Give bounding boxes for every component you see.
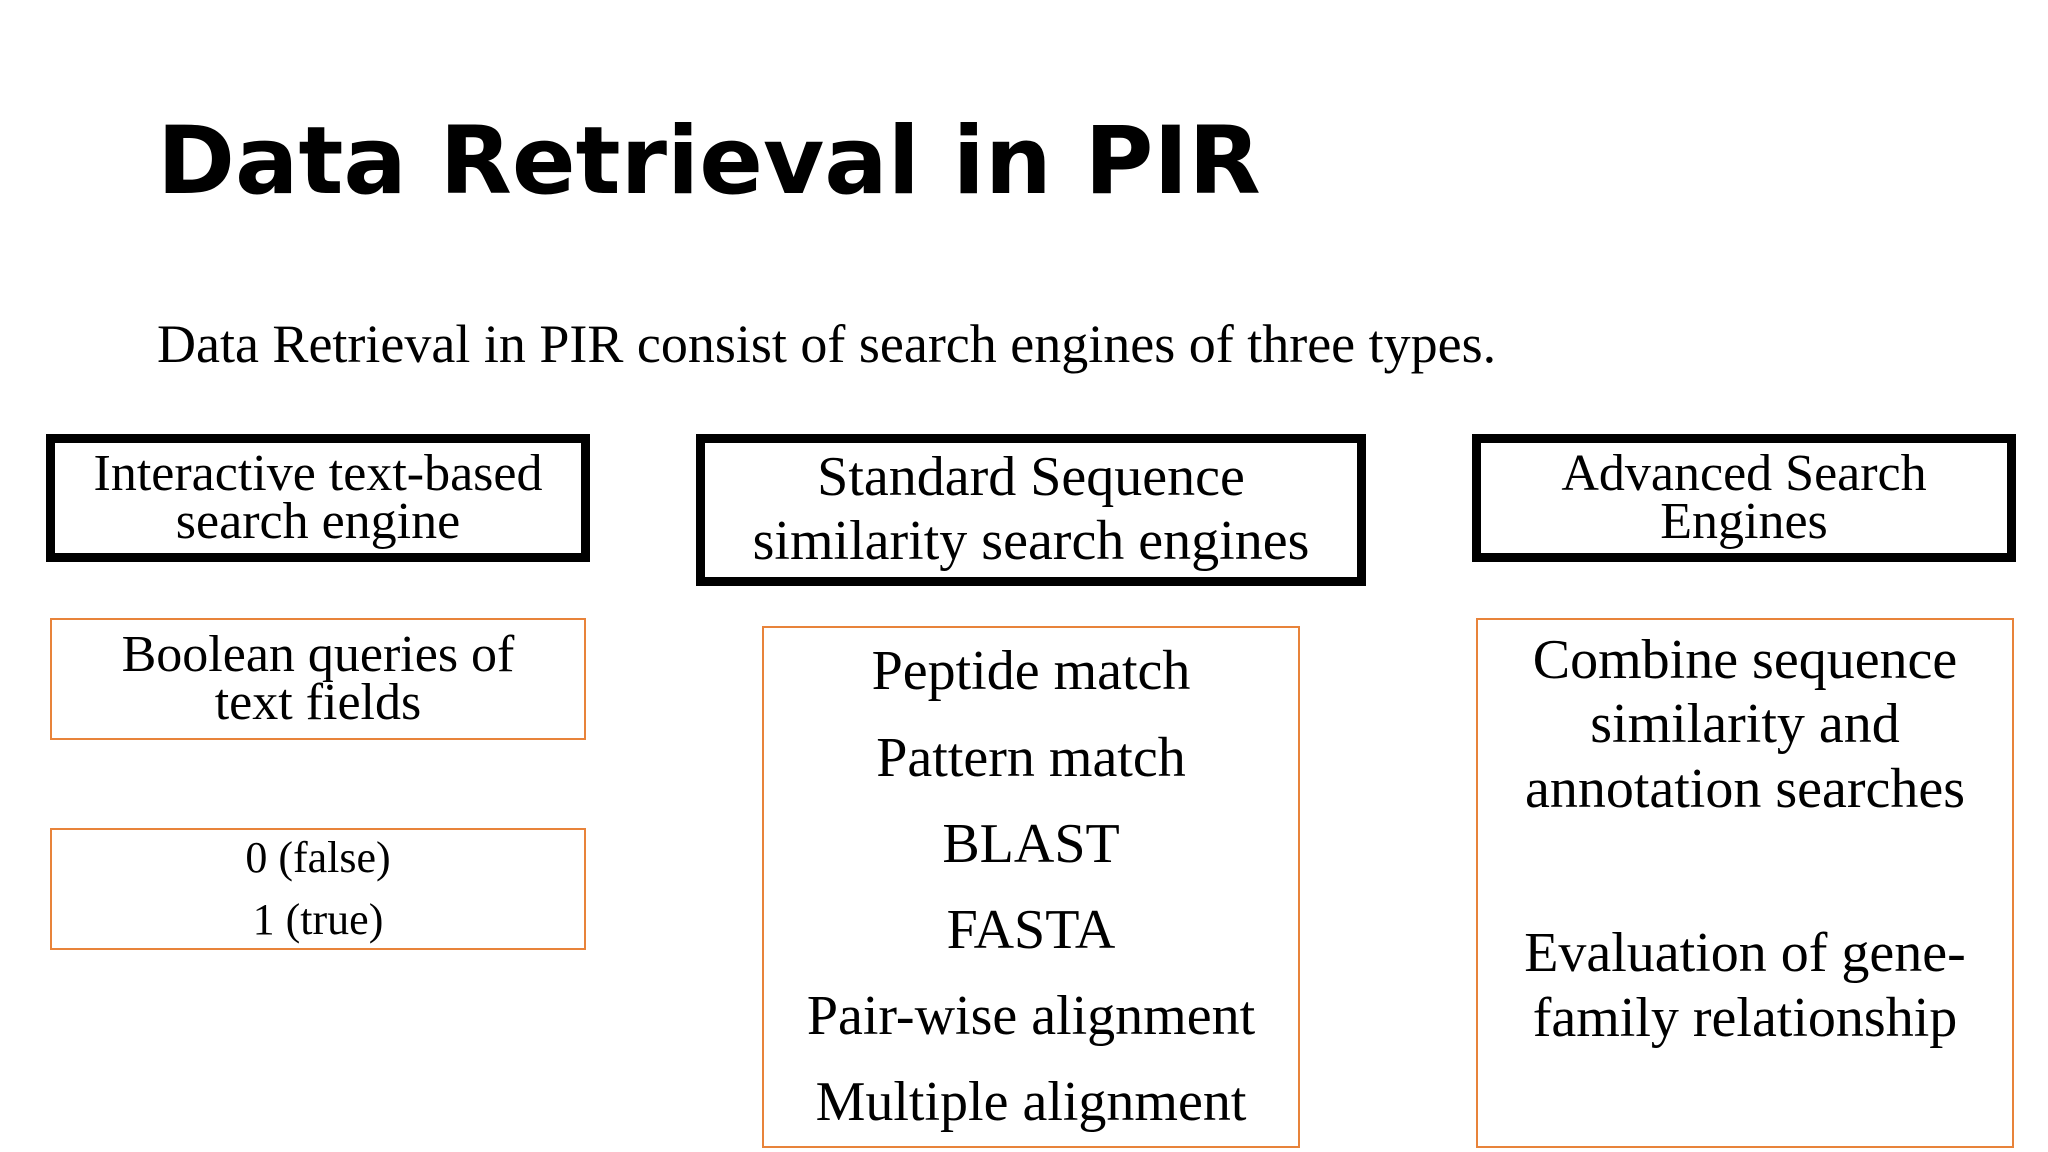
detail-line: annotation searches [1524, 757, 1966, 820]
heading-line: Advanced Search [1561, 445, 1927, 503]
heading-line: similarity search engines [752, 510, 1310, 572]
heading-box-standard-sequence-search: Standard Sequence similarity search engi… [696, 434, 1366, 586]
detail-line: 1 (true) [252, 895, 384, 944]
detail-line: Combine sequence [1532, 629, 1958, 691]
list-item: Peptide match [871, 640, 1191, 703]
detail-line: similarity and [1590, 693, 1900, 756]
list-item: BLAST [942, 812, 1120, 875]
list-item: Pattern match [876, 726, 1186, 789]
list-item: Pair-wise alignment [806, 985, 1256, 1048]
detail-line: Evaluation of gene- [1524, 922, 1966, 985]
slide-title: Data Retrieval in PIR [157, 107, 1261, 216]
heading-line: Interactive text-based [93, 445, 543, 503]
list-item: Multiple alignment [815, 1071, 1247, 1134]
detail-line: 0 (false) [245, 833, 391, 883]
slide-subtitle: Data Retrieval in PIR consist of search … [157, 314, 1497, 374]
detail-box-standard-search-methods: Peptide match Pattern match BLAST FASTA … [762, 626, 1300, 1148]
heading-box-interactive-text-search: Interactive text-based search engine [46, 434, 590, 562]
detail-line: Boolean queries of [121, 626, 515, 684]
detail-line: text fields [214, 674, 422, 731]
detail-box-boolean-values: 0 (false) 1 (true) [50, 828, 586, 950]
detail-line: family relationship [1532, 986, 1958, 1049]
heading-line: search engine [175, 493, 461, 550]
heading-line: Standard Sequence [817, 446, 1245, 509]
detail-box-advanced-search-features: Combine sequence similarity and annotati… [1476, 618, 2014, 1148]
list-item: FASTA [946, 899, 1116, 961]
heading-box-advanced-search: Advanced Search Engines [1472, 434, 2016, 562]
heading-line: Engines [1660, 493, 1828, 550]
detail-box-boolean-queries: Boolean queries of text fields [50, 618, 586, 740]
